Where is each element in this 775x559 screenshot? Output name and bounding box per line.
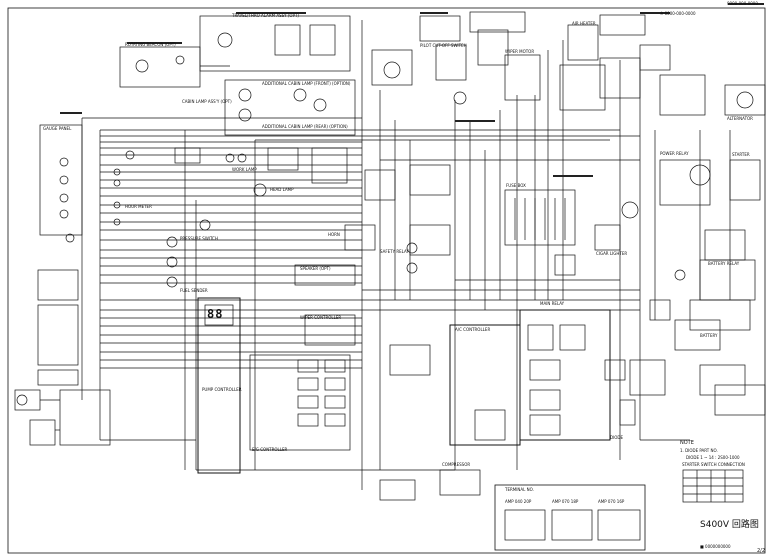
doc-code: 0000-000-0000 (727, 1, 758, 6)
add-cabin-rear-label: ADDITIONAL CABIN LAMP (REAR) (OPTION) (262, 124, 348, 129)
compressor-label: COMPRESSOR (442, 462, 471, 467)
safety-relay-label: SAFETY RELAY (380, 249, 409, 254)
add-cabin-front-label: ADDITIONAL CABIN LAMP (FRONT) (OPTION) (262, 81, 351, 86)
seg-display-left: 88 (207, 307, 224, 321)
wiper-motor-label: WIPER MOTOR (505, 49, 535, 54)
starter-switch-label: STARTER SWITCH CONNECTION (682, 462, 745, 467)
fuel-sender-label: FUEL SENDER (180, 288, 208, 293)
connector-amp-070: AMP 070 18P (552, 499, 579, 504)
diagram-title: S400V 回路图 (700, 520, 759, 530)
head-lamp-label: HEAD LAMP (270, 187, 294, 192)
company-mark: ■ 0000000000 (700, 544, 731, 549)
connector-amp-040: AMP 040 20P (505, 499, 532, 504)
starter-label: STARTER (732, 152, 750, 157)
rotating-beacon-label: ROTATING BEACON (OPT) (125, 42, 176, 47)
speaker-label: SPEAKER (OPT) (300, 266, 331, 271)
alternator-label: ALTERNATOR (727, 116, 753, 121)
eng-controller-label: E/G CONTROLLER (252, 447, 288, 452)
note-title: NOTE (680, 440, 694, 446)
hour-meter-label: HOUR METER (125, 204, 152, 209)
battery-label: BATTERY (700, 333, 718, 338)
pilot-cutoff-label: PILOT CUT-OFF SWITCH (420, 43, 467, 48)
page-note: ※ 0000-000-0000 (660, 11, 696, 16)
cabin-lamp-label: CABIN LAMP ASS'Y (OPT) (182, 99, 232, 104)
diode-label: DIODE (610, 435, 624, 440)
pump-controller-label: PUMP CONTROLLER (202, 387, 242, 392)
battery-relay-label: BATTERY RELAY (708, 261, 740, 266)
ac-controller-label: A/C CONTROLLER (455, 327, 491, 332)
air-heater-label: AIR HEATER (572, 21, 596, 26)
wiper-controller-label: WIPER CONTROLLER (300, 315, 342, 320)
note-line-2: DIODE 1 ~ 14 : 2S00-1000 (686, 455, 740, 460)
page-number: 2/2 (757, 548, 766, 554)
main-relay-label: MAIN RELAY (540, 301, 565, 306)
gauge-panel-label: GAUGE PANEL (43, 126, 72, 131)
work-lamp-label: WORK LAMP (232, 167, 257, 172)
note-line-1: 1. DIODE PART NO. (680, 448, 718, 453)
horn-label: HORN (328, 232, 340, 237)
cigar-lighter-label: CIGAR LIGHTER (596, 251, 628, 256)
power-relay-label: POWER RELAY (660, 151, 689, 156)
terminal-ref: TERMINAL NO. (505, 487, 534, 492)
pressure-switch-label: PRESSURE SWITCH (180, 236, 218, 241)
connector-amp-ecu: AMP 070 16P (598, 499, 625, 504)
travel-alarm-label: TRAVEL/THRO ALARM ASSY (OPT) (232, 13, 299, 18)
fuse-box-label: FUSE BOX (506, 183, 526, 188)
